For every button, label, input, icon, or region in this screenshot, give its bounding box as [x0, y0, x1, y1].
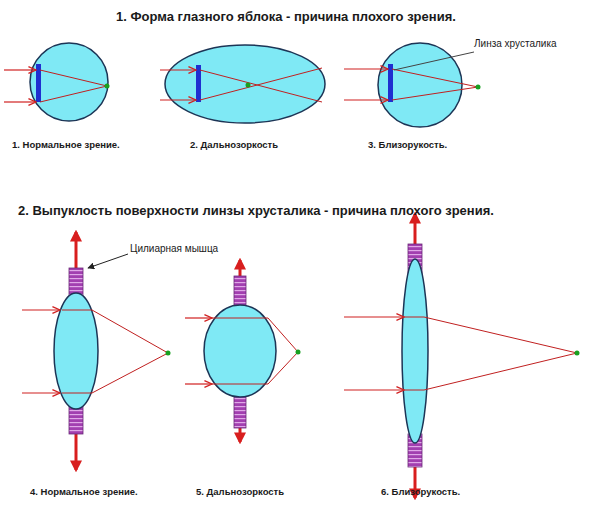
eye-long: [160, 45, 325, 123]
leader-line: [394, 52, 474, 70]
figure-caption: 5. Дальнозоркость: [196, 487, 284, 497]
eye-short: [344, 43, 481, 127]
section-heading: 2. Выпуклость поверхности линзы хрустали…: [18, 204, 494, 218]
figure-caption: 4. Нормальное зрение.: [30, 487, 138, 497]
section-heading: 1. Форма глазного яблока - причина плохо…: [116, 10, 456, 24]
part-label: Цилиарная мышца: [130, 243, 218, 254]
figure-caption: 3. Близорукость.: [368, 140, 447, 150]
lens-thin: [344, 214, 580, 498]
lens-round: [185, 260, 301, 442]
figure-caption: 6. Близорукость.: [381, 487, 460, 497]
lens-normal: [22, 232, 171, 470]
leader-arrow: [88, 254, 128, 268]
part-label: Линза хрусталика: [474, 38, 557, 49]
figure-caption: 1. Нормальное зрение.: [12, 140, 120, 150]
eye-normal: [4, 43, 110, 121]
figure-caption: 2. Дальнозоркость: [190, 140, 278, 150]
